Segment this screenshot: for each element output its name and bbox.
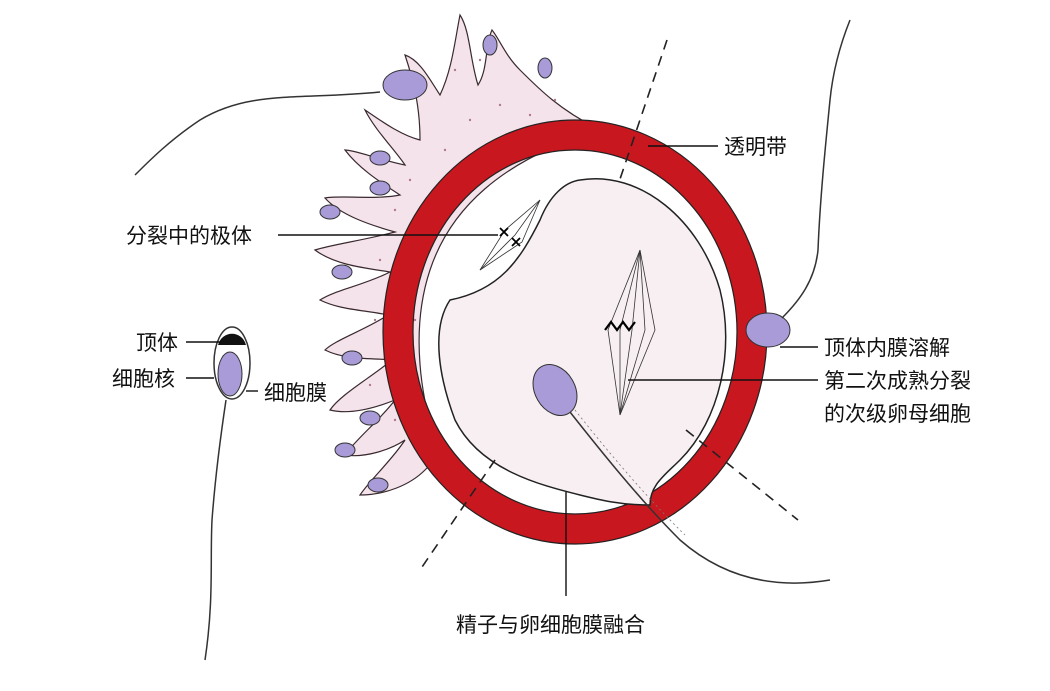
free-sperm — [204, 326, 251, 661]
secondary-oocyte — [438, 178, 727, 506]
fusing-sperm — [532, 364, 831, 584]
sperm-in-corona — [134, 69, 428, 176]
sperm-at-zona — [745, 19, 851, 348]
meiotic-spindle — [604, 249, 656, 416]
label-cell-membrane: 细胞膜 — [264, 381, 327, 405]
label-acrosome-dissolve: 顶体内膜溶解 — [824, 336, 950, 360]
label-nucleus: 细胞核 — [112, 367, 175, 391]
leader-lines — [186, 145, 818, 596]
follicle-nuclei — [319, 34, 553, 493]
label-acrosome: 顶体 — [136, 331, 178, 355]
polar-body-spindle — [479, 199, 541, 271]
label-secondary-oocyte-1: 第二次成熟分裂 — [824, 369, 971, 393]
label-secondary-oocyte-2: 的次级卵母细胞 — [824, 402, 971, 426]
label-fusion: 精子与卵细胞膜融合 — [456, 613, 645, 637]
dashed-axes — [419, 39, 799, 571]
label-polar-body: 分裂中的极体 — [126, 224, 252, 248]
label-zona-pellucida: 透明带 — [724, 135, 787, 159]
